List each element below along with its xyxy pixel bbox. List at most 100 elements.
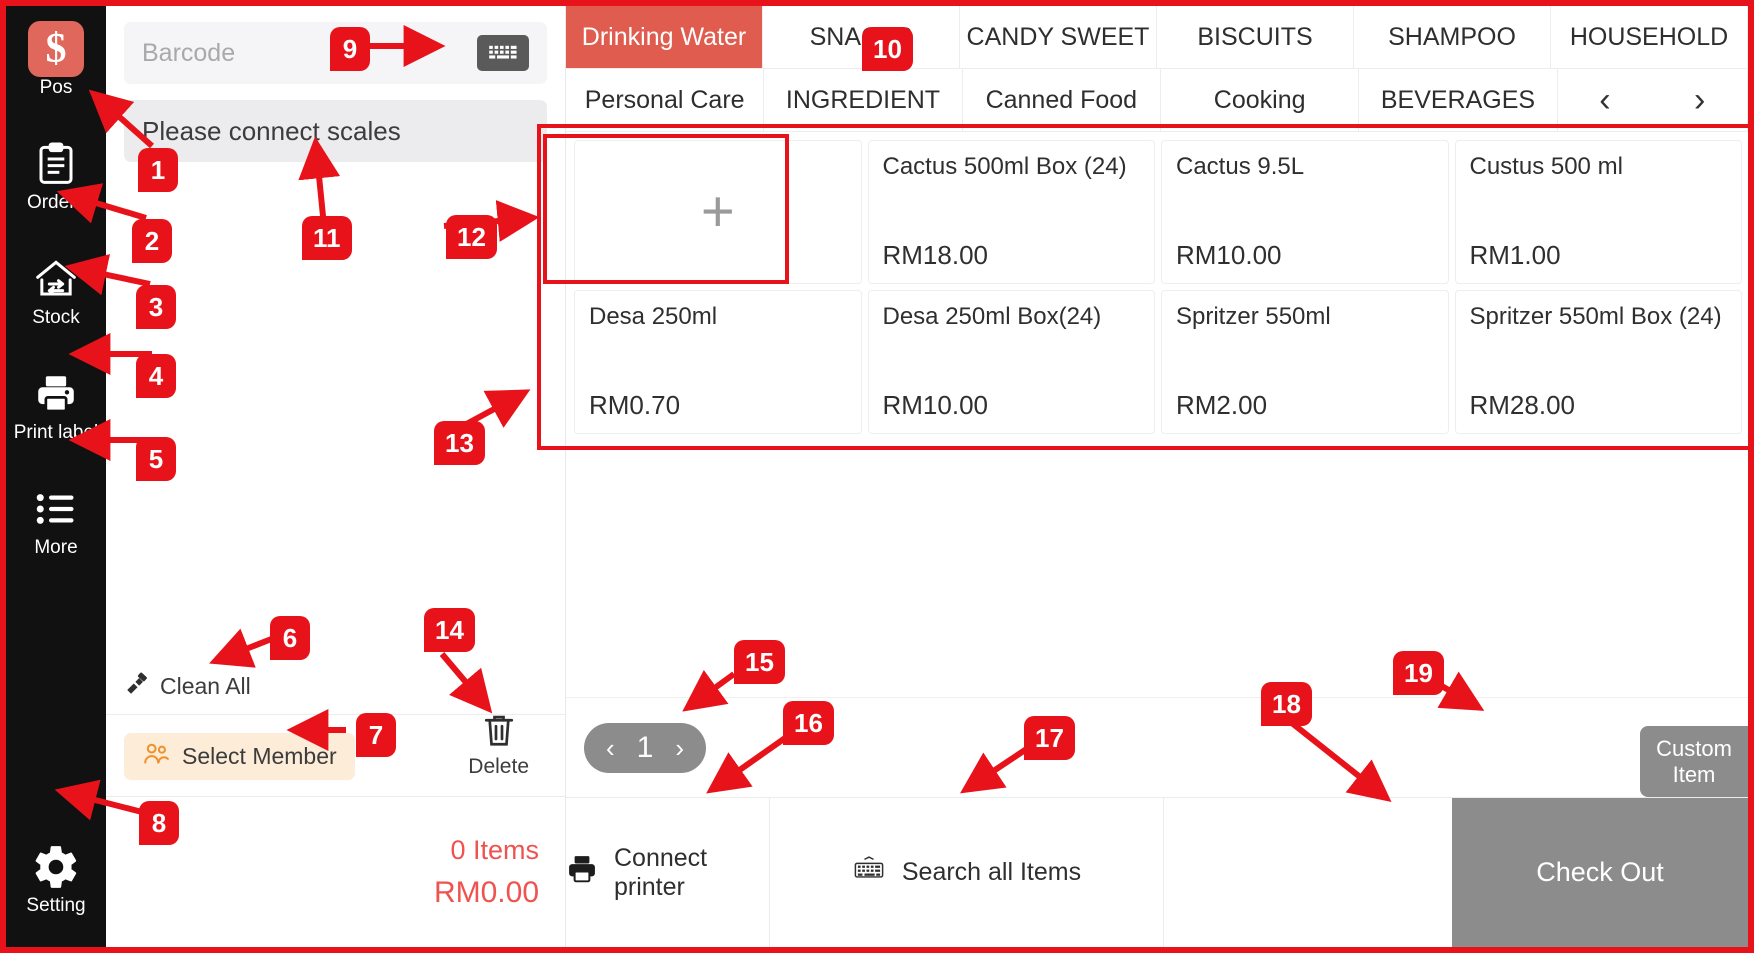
annotation-badge: 10: [862, 27, 913, 71]
clipboard-icon: [36, 137, 76, 191]
barcode-input[interactable]: [142, 38, 477, 68]
annotation-badge: 8: [139, 801, 179, 845]
product-price: RM10.00: [882, 390, 989, 420]
current-page: 1: [636, 730, 654, 764]
list-icon: [35, 482, 77, 536]
product-card[interactable]: Spritzer 550ml Box (24) RM28.00: [1454, 290, 1742, 434]
delete-label: Delete: [468, 755, 529, 778]
action-bar-spacer: [1164, 798, 1452, 947]
category-pager: ‹ ›: [1558, 69, 1748, 131]
category-row-2: Personal Care INGREDIENT Canned Food Coo…: [566, 69, 1748, 132]
product-card[interactable]: Cactus 500ml Box (24) RM18.00: [867, 140, 1155, 284]
dollar-icon: $: [28, 21, 84, 77]
annotation-badge: 17: [1024, 716, 1075, 760]
plus-icon: +: [700, 178, 735, 244]
annotation-badge: 19: [1393, 651, 1444, 695]
annotation-badge: 15: [734, 640, 785, 684]
search-all-items-button[interactable]: Search all Items: [770, 798, 1164, 947]
product-name: Spritzer 550ml: [1176, 303, 1331, 330]
annotation-badge: 3: [136, 285, 176, 329]
category-row-1: Drinking Water SNACKS CANDY SWEET BISCUI…: [566, 6, 1748, 69]
tab-drinking-water[interactable]: Drinking Water: [566, 6, 763, 68]
annotation-badge: 5: [136, 437, 176, 481]
custom-item-button[interactable]: Custom Item: [1640, 726, 1748, 797]
tab-cooking[interactable]: Cooking: [1160, 69, 1360, 131]
total-amount: RM0.00: [433, 875, 539, 909]
sidebar-item-label: Stock: [32, 306, 80, 328]
annotation-badge: 12: [446, 215, 497, 259]
chevron-right-icon[interactable]: ›: [675, 732, 685, 763]
sidebar-item-orders[interactable]: Orders: [6, 129, 106, 218]
scales-status-banner: Please connect scales: [124, 100, 547, 162]
connect-printer-label: Connect printer: [614, 843, 708, 901]
sidebar: $ Pos Orders: [6, 6, 106, 947]
sidebar-item-setting[interactable]: Setting: [6, 832, 106, 921]
items-count: 0 Items: [450, 834, 539, 865]
product-name: Spritzer 550ml Box (24): [1469, 303, 1722, 330]
sidebar-item-stock[interactable]: Stock: [6, 244, 106, 333]
product-card[interactable]: Desa 250ml RM0.70: [574, 290, 862, 434]
annotation-badge: 2: [132, 219, 172, 263]
product-card[interactable]: Spritzer 550ml RM2.00: [1161, 290, 1449, 434]
product-card[interactable]: Cactus 9.5L RM10.00: [1161, 140, 1449, 284]
keyboard-icon[interactable]: [477, 35, 529, 71]
tab-candy-sweet[interactable]: CANDY SWEET: [960, 6, 1157, 68]
printer-icon: [34, 367, 78, 421]
chevron-right-icon[interactable]: ›: [1693, 81, 1706, 119]
annotation-badge: 18: [1261, 682, 1312, 726]
product-card[interactable]: Desa 250ml Box(24) RM10.00: [867, 290, 1155, 434]
product-card[interactable]: Custus 500 ml RM1.00: [1454, 140, 1742, 284]
annotation-badge: 11: [302, 216, 352, 260]
annotation-badge: 16: [783, 701, 834, 745]
stock-house-icon: [34, 252, 78, 306]
product-pager[interactable]: ‹ 1 ›: [584, 722, 707, 773]
keyboard-icon: [852, 855, 886, 890]
product-price: RM1.00: [1469, 240, 1561, 270]
page-navigation-row: ‹ 1 ›: [566, 697, 1748, 797]
clean-all-button[interactable]: Clean All: [124, 671, 251, 702]
annotation-badge: 6: [270, 616, 310, 660]
annotation-badge: 13: [434, 421, 485, 465]
select-member-button[interactable]: Select Member: [124, 733, 355, 780]
brush-icon: [124, 671, 150, 702]
sidebar-item-print-label[interactable]: Print label: [6, 359, 106, 448]
tab-personal-care[interactable]: Personal Care: [566, 69, 765, 131]
product-price: RM28.00: [1469, 390, 1576, 420]
scales-status-text: Please connect scales: [142, 115, 401, 146]
annotation-badge: 14: [424, 608, 475, 652]
tab-ingredient[interactable]: INGREDIENT: [764, 69, 963, 131]
sidebar-item-label: Setting: [26, 895, 86, 917]
product-price: RM18.00: [882, 240, 989, 270]
tab-beverages[interactable]: BEVERAGES: [1359, 69, 1558, 131]
sidebar-item-label: Print label: [13, 421, 99, 443]
product-name: Custus 500 ml: [1469, 153, 1623, 180]
chevron-left-icon[interactable]: ‹: [1599, 81, 1611, 119]
people-icon: [142, 742, 170, 771]
tab-household[interactable]: HOUSEHOLD: [1551, 6, 1748, 68]
clean-all-row: Clean All: [106, 671, 565, 715]
delete-button[interactable]: Delete: [468, 712, 529, 779]
add-product-button[interactable]: +: [574, 140, 862, 284]
action-bar: Connect printer: [566, 797, 1748, 947]
tab-shampoo[interactable]: SHAMPOO: [1354, 6, 1551, 68]
sidebar-item-more[interactable]: More: [6, 474, 106, 563]
annotation-badge: 7: [356, 713, 396, 757]
connect-printer-button[interactable]: Connect printer: [566, 798, 770, 947]
product-name: Desa 250ml: [589, 303, 718, 330]
product-price: RM2.00: [1176, 390, 1268, 420]
sidebar-item-label: More: [34, 536, 78, 558]
annotation-badge: 9: [330, 27, 370, 71]
product-name: Cactus 9.5L: [1176, 153, 1305, 180]
product-price: RM0.70: [589, 390, 681, 420]
product-name: Cactus 500ml Box (24): [882, 153, 1127, 180]
chevron-left-icon[interactable]: ‹: [606, 732, 615, 763]
checkout-button[interactable]: Check Out: [1452, 798, 1748, 947]
barcode-field-row: [124, 22, 547, 84]
sidebar-item-pos[interactable]: $ Pos: [6, 14, 106, 103]
totals-summary: 0 Items RM0.00: [106, 797, 565, 947]
tab-biscuits[interactable]: BISCUITS: [1157, 6, 1354, 68]
tab-canned-food[interactable]: Canned Food: [962, 69, 1161, 131]
printer-icon: [566, 854, 598, 891]
search-all-items-label: Search all Items: [901, 858, 1082, 886]
